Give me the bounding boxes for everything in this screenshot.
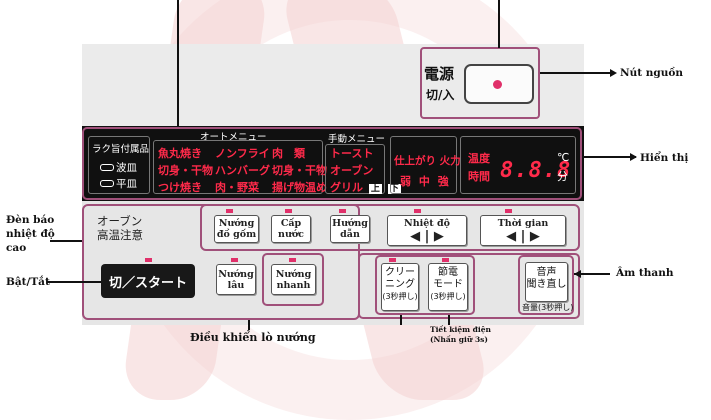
- power-button[interactable]: [464, 64, 534, 104]
- seven-segment-readout: 8.8.8: [500, 158, 572, 183]
- auto-menu-item: 魚丸焼き: [158, 147, 202, 160]
- manual-menu-item: オーブン: [330, 164, 374, 177]
- volume-hint: 音量(3秒押し): [522, 303, 574, 312]
- heat-level-labels: 弱 中 強: [400, 175, 449, 188]
- manual-menu-item: トースト: [330, 147, 374, 160]
- arrow-right-icon: [630, 153, 637, 161]
- high-temp-callout: Đèn báo nhiệt độ cao: [6, 214, 55, 254]
- led-indicator: [145, 258, 152, 262]
- arrow-right-icon: [610, 69, 617, 77]
- auto-menu-title: オートメニュー: [200, 132, 267, 143]
- grill-top-badge: 上: [368, 184, 382, 194]
- led-indicator: [231, 258, 238, 262]
- auto-menu-item: つけ焼き: [158, 181, 202, 194]
- oven-high-temp-label: オーブン 高温注意: [97, 214, 143, 242]
- guide-button[interactable]: Hướng dẫn: [330, 215, 370, 243]
- quick-bake-highlight: [262, 253, 324, 306]
- start-stop-button[interactable]: 切／スタート: [101, 264, 195, 298]
- left-right-arrows-icon: ◀ | ▶: [410, 228, 444, 244]
- manual-menu-title: 手動メニュー: [328, 134, 386, 145]
- power-label: 電源: [424, 65, 455, 83]
- celsius-unit: ℃: [557, 151, 570, 164]
- grill-bottom-badge: 下: [387, 184, 401, 194]
- callout-line: [540, 72, 610, 74]
- display-panel: [82, 126, 584, 201]
- led-indicator: [414, 209, 421, 213]
- callout-line: [582, 156, 636, 158]
- display-section-auto: [153, 140, 323, 194]
- callout-line: [400, 315, 402, 325]
- ceramic-bake-button[interactable]: Nướng đồ gốm: [214, 215, 259, 243]
- finish-label: 仕上がり 火力: [394, 155, 461, 167]
- wave-plate-label: 波皿: [100, 162, 137, 175]
- temperature-label: 温度: [468, 152, 490, 165]
- function-highlight: [358, 253, 580, 319]
- oven-control-callout: Điều khiển lò nướng: [190, 331, 316, 344]
- quick-bake-button[interactable]: Nướng nhanh: [271, 264, 316, 295]
- accessory-title: ラク旨付属品: [92, 144, 150, 155]
- callout-line: [448, 315, 450, 325]
- callout-line: [574, 273, 610, 275]
- power-led: [493, 80, 502, 89]
- callout-line: [50, 240, 82, 242]
- led-indicator: [289, 258, 296, 262]
- flat-plate-label: 平皿: [100, 178, 137, 191]
- left-right-arrows-icon: ◀ | ▶: [506, 228, 540, 244]
- eco-mode-button[interactable]: 節電 モード (3秒押し): [428, 263, 468, 311]
- display-section-readout: [460, 136, 576, 194]
- onoff-callout: Bật/Tắt: [6, 276, 50, 288]
- time-label: 時間: [468, 170, 490, 183]
- power-highlight: [420, 47, 540, 119]
- cleaning-button[interactable]: クリー ニング (3秒押し): [381, 263, 419, 311]
- callout-line: [498, 0, 500, 48]
- settings-highlight: [200, 204, 580, 251]
- water-supply-button[interactable]: Cấp nước: [271, 215, 311, 243]
- flat-plate-icon: [100, 180, 114, 187]
- display-highlight: [82, 127, 582, 200]
- auto-menu-item: 肉 類: [272, 147, 305, 160]
- sound-callout: Âm thanh: [616, 267, 674, 279]
- auto-menu-item: 切身・干物: [158, 164, 213, 177]
- callout-line: [47, 281, 101, 283]
- led-indicator: [339, 209, 346, 213]
- auto-menu-item: 揚げ物温め: [272, 181, 327, 194]
- eco-callout: Tiết kiệm điện (Nhấn giữ 3s): [430, 325, 491, 344]
- led-indicator: [442, 258, 449, 262]
- display-callout: Hiển thị: [640, 152, 689, 164]
- led-indicator: [389, 258, 396, 262]
- voice-highlight: [518, 255, 574, 315]
- arrow-left-icon: [574, 270, 581, 278]
- slow-bake-button[interactable]: Nướng lâu: [216, 264, 256, 295]
- led-indicator: [226, 209, 233, 213]
- auto-menu-item: ノンフライ: [215, 147, 270, 160]
- voice-replay-button[interactable]: 音声 聞き直し: [525, 262, 568, 302]
- power-sublabel: 切/入: [426, 88, 455, 102]
- time-button[interactable]: Thời gian ◀ | ▶: [480, 215, 566, 246]
- minute-unit: 分: [557, 170, 568, 183]
- display-section-accessory: [88, 136, 150, 194]
- callout-line: [177, 0, 179, 127]
- display-section-finish: [390, 136, 457, 194]
- power-callout: Nút nguồn: [620, 67, 683, 79]
- led-indicator: [285, 209, 292, 213]
- temperature-button[interactable]: Nhiệt độ ◀ | ▶: [387, 215, 467, 246]
- manual-menu-item: グリル 上 下: [330, 181, 401, 194]
- auto-menu-item: 切身・干物: [272, 164, 327, 177]
- led-indicator: [505, 209, 512, 213]
- callout-line: [248, 320, 250, 330]
- auto-menu-item: ハンバーグ: [215, 164, 270, 177]
- wave-plate-icon: [100, 164, 114, 171]
- auto-menu-item: 肉・野菜: [215, 181, 259, 194]
- eco-highlight: [375, 255, 475, 315]
- display-section-manual: [325, 144, 385, 194]
